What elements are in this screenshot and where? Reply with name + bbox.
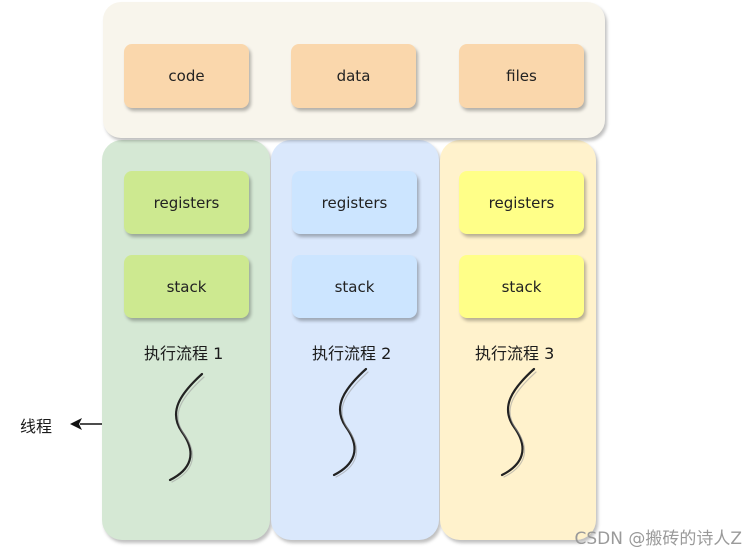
thread-3-registers-box: registers <box>459 171 584 234</box>
data-box: data <box>291 44 416 108</box>
thread-2-flow-wave <box>332 367 369 478</box>
thread-3-flow-wave <box>500 367 537 478</box>
files-box: files <box>459 44 584 108</box>
thread-3-label: 执行流程 3 <box>475 344 555 363</box>
thread-1-flow-wave <box>168 372 205 483</box>
thread-1-stack-box: stack <box>124 255 249 318</box>
thread-3-stack-box: stack <box>459 255 584 318</box>
thread-2-label: 执行流程 2 <box>312 344 392 363</box>
watermark: CSDN @搬砖的诗人Z <box>574 529 742 549</box>
thread-pointer-label: 线程 <box>20 417 53 436</box>
thread-1-registers-box: registers <box>124 171 249 234</box>
thread-1-label: 执行流程 1 <box>144 344 224 363</box>
thread-2-stack-box: stack <box>292 255 417 318</box>
code-box: code <box>124 44 249 108</box>
thread-2-registers-box: registers <box>292 171 417 234</box>
